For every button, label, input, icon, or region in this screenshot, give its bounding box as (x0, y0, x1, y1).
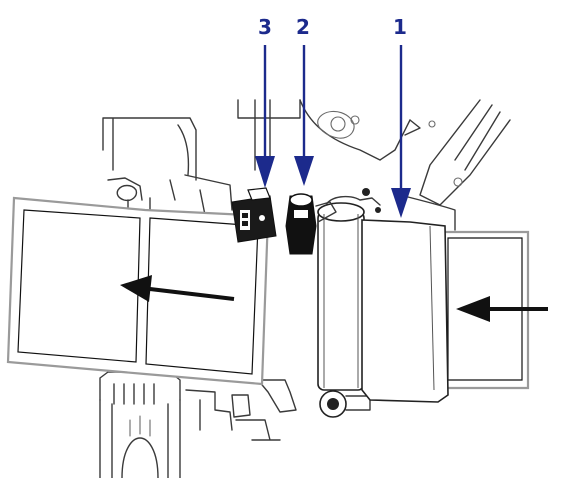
arrow-left-icon (456, 296, 490, 322)
callout-1: 1 (391, 15, 411, 218)
media-guide-block (285, 193, 337, 255)
callout-label-2: 2 (296, 15, 310, 39)
printer-frame (102, 99, 511, 231)
peel-roller-assembly (317, 188, 449, 418)
pinch-latch (231, 187, 277, 243)
callout-2: 2 (294, 15, 314, 186)
callout-3: 3 (255, 15, 275, 188)
callout-label-3: 3 (258, 15, 272, 39)
arrow-left-icon (120, 275, 152, 302)
callout-label-1: 1 (393, 15, 407, 39)
direction-arrow-right-media (456, 296, 548, 322)
direction-arrow-left-media (120, 275, 235, 302)
printer-base (99, 361, 297, 478)
